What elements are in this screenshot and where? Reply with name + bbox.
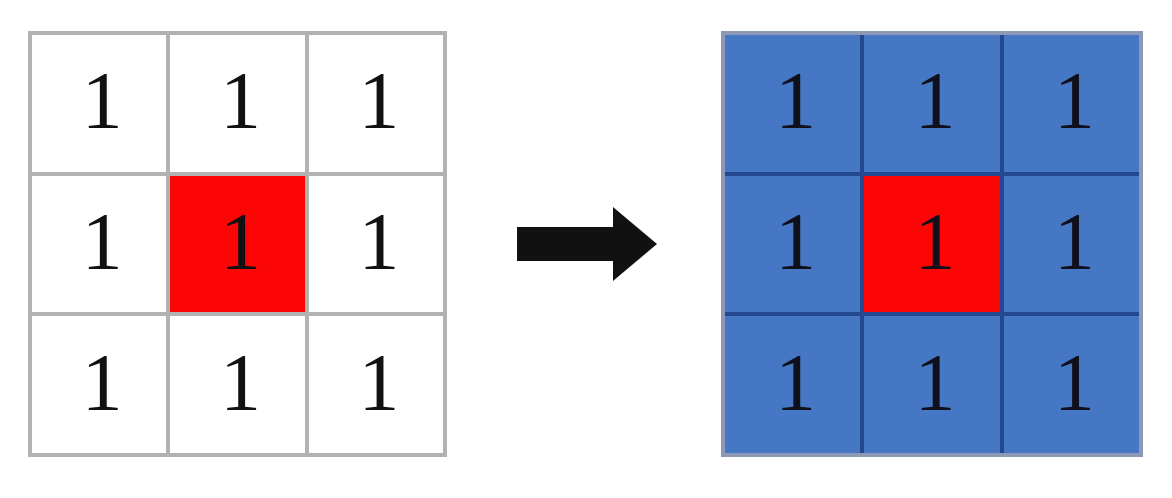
right-arrow-glyph <box>517 207 657 281</box>
cell-value: 1 <box>358 55 400 147</box>
cell-value: 1 <box>219 336 261 428</box>
grid-cell: 1 <box>32 35 167 172</box>
cell-value: 1 <box>775 195 817 287</box>
grid-cell: 1 <box>308 175 443 313</box>
grid-cell: 1 <box>725 35 861 172</box>
grid-cell: 1 <box>1003 316 1139 453</box>
cell-value: 1 <box>914 55 956 147</box>
cell-value: 1 <box>1053 55 1095 147</box>
grid-cell: 1 <box>308 316 443 453</box>
grid-cell: 1 <box>864 316 1000 453</box>
right-arrow-icon <box>513 203 661 285</box>
cell-value: 1 <box>81 55 123 147</box>
cell-value: 1 <box>1053 336 1095 428</box>
grid-cell: 1 <box>725 316 861 453</box>
result-grid: 1 1 1 1 1 1 1 1 1 <box>721 31 1143 457</box>
cell-value: 1 <box>219 55 261 147</box>
grid-cell: 1 <box>1003 35 1139 172</box>
cell-value: 1 <box>775 55 817 147</box>
grid-cell-highlighted: 1 <box>864 175 1000 313</box>
cell-value: 1 <box>81 336 123 428</box>
cell-value: 1 <box>358 336 400 428</box>
cell-value: 1 <box>81 195 123 287</box>
grid-cell: 1 <box>1003 175 1139 313</box>
grid-cell: 1 <box>170 316 305 453</box>
grid-cell-highlighted: 1 <box>170 175 305 313</box>
cell-value: 1 <box>1053 195 1095 287</box>
source-grid: 1 1 1 1 1 1 1 1 1 <box>28 31 447 457</box>
cell-value: 1 <box>358 195 400 287</box>
grid-cell: 1 <box>308 35 443 172</box>
grid-cell: 1 <box>864 35 1000 172</box>
grid-cell: 1 <box>725 175 861 313</box>
cell-value: 1 <box>775 336 817 428</box>
grid-cell: 1 <box>32 175 167 313</box>
cell-value: 1 <box>914 195 956 287</box>
grid-cell: 1 <box>170 35 305 172</box>
cell-value: 1 <box>219 195 261 287</box>
cell-value: 1 <box>914 336 956 428</box>
grid-cell: 1 <box>32 316 167 453</box>
arrow-polygon <box>517 207 657 281</box>
